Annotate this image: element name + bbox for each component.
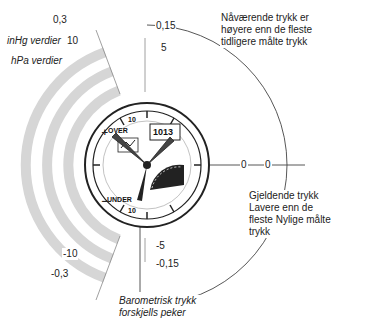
scale-value: -10 <box>62 248 78 260</box>
bezel-text: UNDER <box>106 196 133 204</box>
lcd-reading: 1013 <box>152 127 174 137</box>
watch-face: + − <box>85 103 209 227</box>
annotation: Gjeldende trykk Lavere enn de fleste Nyl… <box>248 190 340 238</box>
annotation: Nåværende trykk er høyere enn de fleste … <box>220 12 340 48</box>
scale-value: -5 <box>155 240 166 252</box>
scale-value: 5 <box>160 42 168 54</box>
scale-value: 0,3 <box>52 14 68 26</box>
axis-caption: hPa verdier <box>10 55 63 67</box>
bezel-text: 10 <box>127 207 137 215</box>
zero-value: 0 <box>240 159 248 171</box>
zero-value: 0 <box>264 159 272 171</box>
scale-value: -0,3 <box>50 268 69 280</box>
zero-line <box>210 165 305 166</box>
bezel-text: OVER <box>107 127 129 135</box>
svg-text:+: + <box>101 127 109 137</box>
bezel-text: 10 <box>127 116 137 124</box>
scale-value: -0,15 <box>155 258 180 270</box>
axis-caption: inHg verdier <box>6 35 62 47</box>
scale-value: 10 <box>66 35 79 47</box>
pointer-caption: Barometrisk trykk forskjells peker <box>118 295 220 319</box>
scale-value: 0,15 <box>155 20 176 32</box>
